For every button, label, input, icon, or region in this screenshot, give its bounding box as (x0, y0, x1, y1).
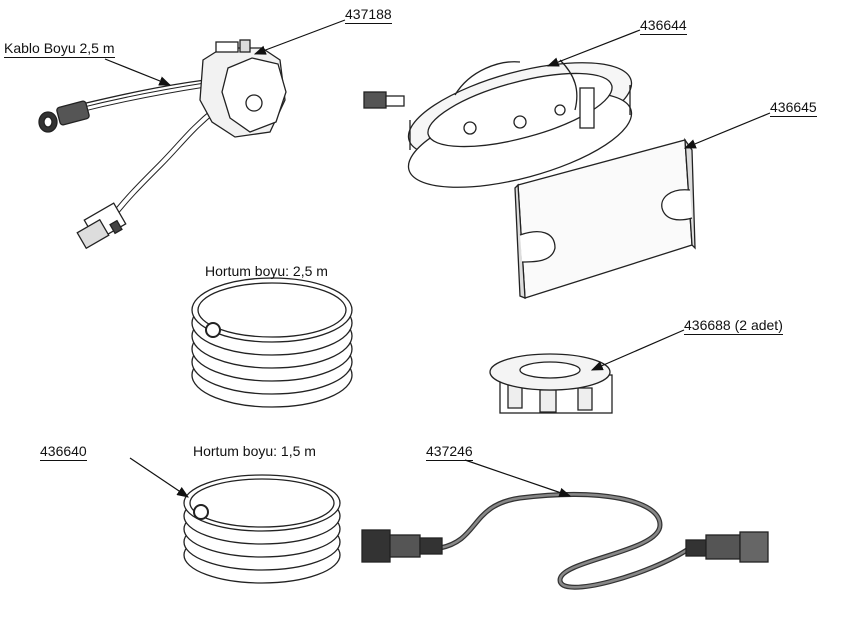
cable-length-label: Kablo Boyu 2,5 m (4, 40, 115, 58)
sensor-module-437188 (38, 39, 287, 250)
cover-plate-436645 (514, 137, 696, 299)
mounting-box-436644 (363, 59, 633, 188)
part-437188-label: 437188 (345, 6, 392, 24)
round-connector (38, 100, 90, 133)
connector-right (685, 531, 769, 563)
part-436645-label: 436645 (770, 99, 817, 117)
hose-long-label: Hortum boyu: 2,5 m (205, 263, 328, 279)
hose-short-label: Hortum boyu: 1,5 m (193, 443, 316, 459)
connector-left (361, 529, 443, 563)
grommet-436688 (489, 353, 613, 414)
leader-lines (104, 19, 771, 498)
hose-coil-short (183, 474, 341, 584)
extension-cable-437246 (361, 491, 769, 590)
part-436688-label: 436688 (2 adet) (684, 317, 783, 335)
part-437246-label: 437246 (426, 443, 473, 461)
part-436644-label: 436644 (640, 17, 687, 35)
hose-coil-long (191, 277, 353, 408)
part-436640-label: 436640 (40, 443, 87, 461)
flat-plug (76, 202, 127, 250)
